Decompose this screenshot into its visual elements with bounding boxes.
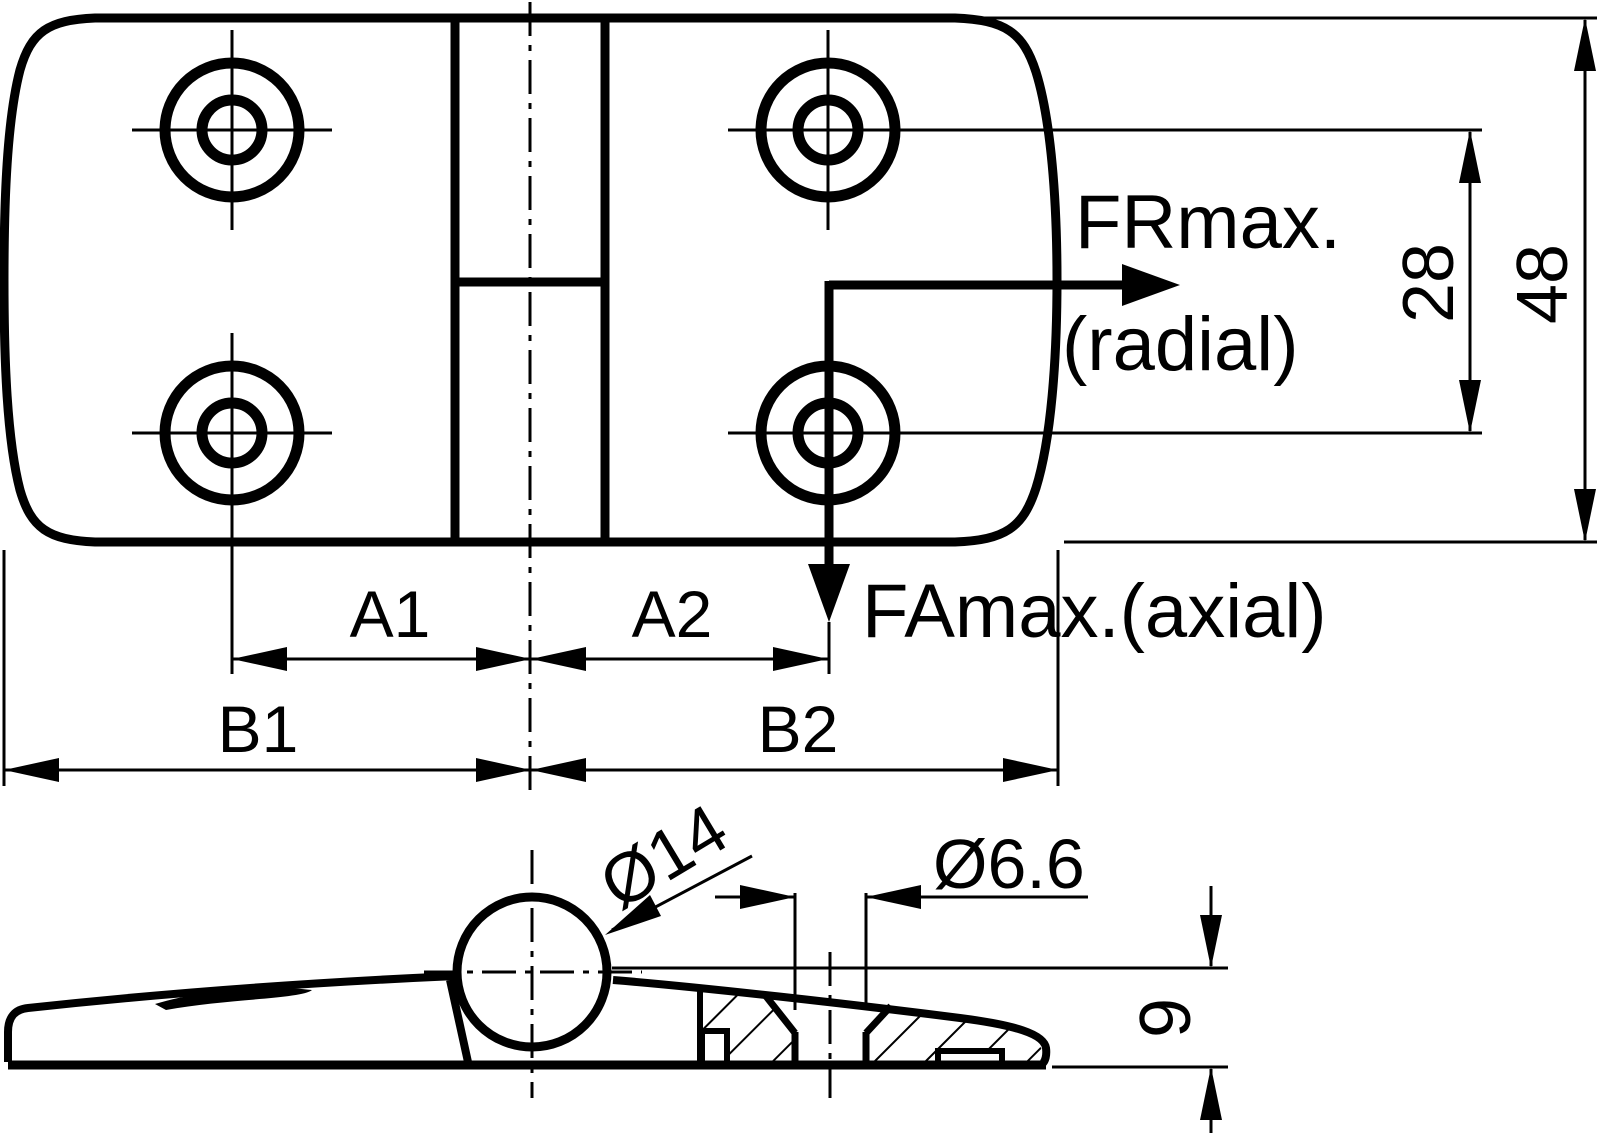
mounting-hole-bottom-left — [132, 333, 332, 674]
hinge-plate-outline — [0, 13, 1062, 547]
axial-force-label: FAmax.(axial) — [862, 569, 1327, 654]
left-leaf-profile — [3, 972, 457, 1062]
mounting-hole-top-right — [728, 30, 1482, 230]
value-28: 28 — [1389, 243, 1469, 323]
value-d66: Ø6.6 — [933, 825, 1085, 903]
side-section-view: Ø14 Ø6.6 9 — [3, 789, 1228, 1133]
axial-force-arrow — [808, 281, 850, 674]
dimension-b1: B1 — [2, 550, 531, 786]
countersunk-hole — [762, 992, 894, 1062]
dimension-a2: A2 — [531, 577, 828, 671]
right-leaf-profile — [612, 976, 1051, 1066]
left-leaf-back-edge — [446, 979, 472, 1063]
dimension-d14: Ø14 — [587, 789, 753, 935]
radial-force-note: (radial) — [1062, 302, 1299, 387]
dimension-b2: B2 — [531, 550, 1060, 786]
dimension-9: 9 — [612, 886, 1228, 1133]
label-b1: B1 — [218, 692, 299, 766]
radial-force-label: FRmax. — [1075, 180, 1341, 265]
dimension-d66: Ø6.6 — [715, 825, 1088, 1010]
label-b2: B2 — [758, 692, 839, 766]
mounting-hole-top-left — [132, 30, 332, 230]
label-a2: A2 — [632, 577, 713, 651]
notch-left — [699, 1028, 730, 1062]
radial-force-arrow — [829, 264, 1180, 306]
value-9: 9 — [1126, 998, 1206, 1038]
left-leaf-recess — [155, 987, 312, 1010]
notch-right — [935, 1048, 1005, 1062]
dimension-28: 28 — [1389, 130, 1481, 433]
dimension-a1: A1 — [232, 577, 531, 671]
dimension-48: 48 — [952, 16, 1597, 544]
value-48: 48 — [1503, 244, 1583, 324]
label-a1: A1 — [350, 577, 431, 651]
top-view: FRmax. (radial) FAmax.(axial) A1 A2 B1 — [0, 2, 1597, 795]
